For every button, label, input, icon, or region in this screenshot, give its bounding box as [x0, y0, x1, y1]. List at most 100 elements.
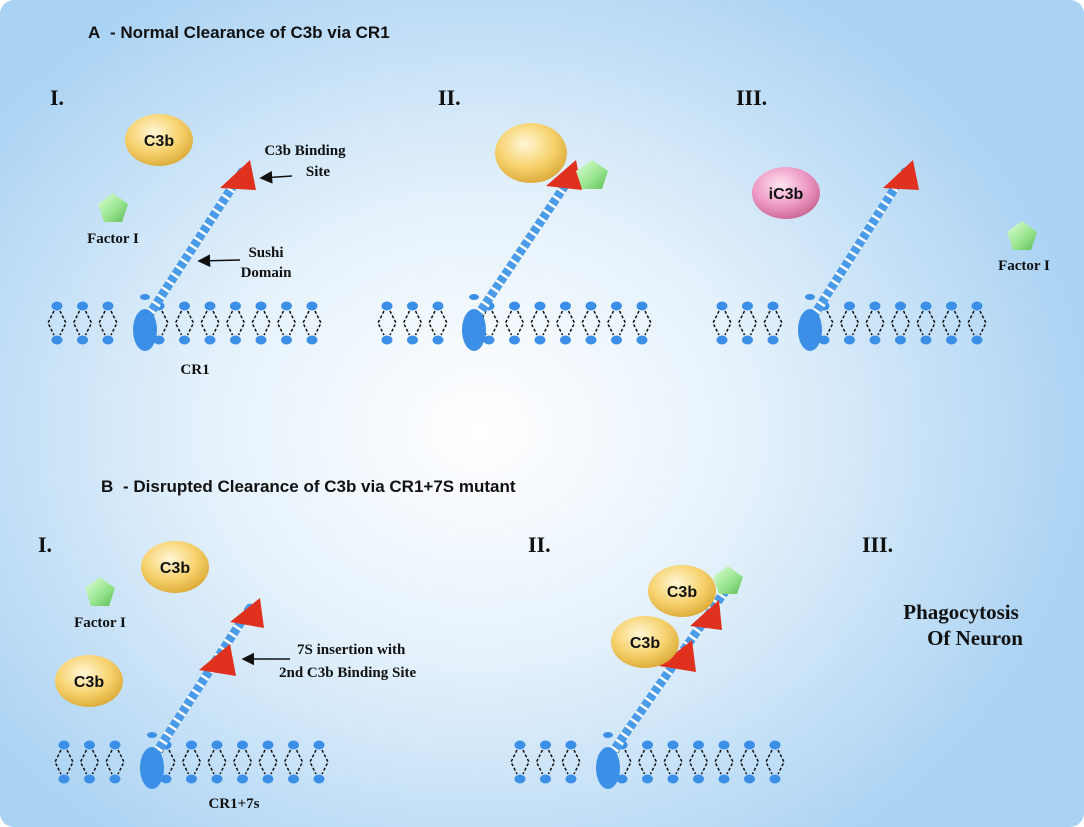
panel-b-step-2: II.: [528, 532, 551, 557]
lipid-molecule: [967, 301, 987, 345]
lipid-molecule: [606, 301, 627, 345]
panel-a-title: - Normal Clearance of C3b via CR1: [110, 23, 390, 42]
lipid-molecule: [510, 740, 530, 784]
lipid-molecule: [890, 301, 911, 345]
transmembrane-anchor: [596, 747, 620, 789]
sushi-domain-arrow: [197, 254, 241, 268]
lipid-molecule: [504, 301, 525, 345]
lipid-molecule: [232, 740, 253, 784]
lipid-molecule: [174, 301, 195, 345]
c3b-binding-site-b1-upper: [230, 598, 264, 628]
lipid-molecule: [181, 740, 202, 784]
lipid-molecule: [739, 740, 760, 784]
lipid-molecule: [535, 740, 556, 784]
c3b-binding-site-a1: [220, 160, 256, 190]
lipid-molecule: [276, 301, 297, 345]
membrane-a2: [377, 301, 652, 345]
lipid-molecule: [865, 301, 885, 345]
c3b-molecule-b2-top: C3b: [648, 565, 716, 617]
c3b-binding-site-b2-lower: [659, 640, 696, 672]
lipid-molecule: [225, 301, 246, 345]
transmembrane-anchor: [140, 747, 164, 789]
c3b-label-a1: C3b: [144, 133, 174, 150]
factor-i-label-a3: Factor I: [998, 258, 1050, 274]
c3b-molecule-b1-top: C3b: [141, 541, 209, 593]
lipid-molecule: [712, 301, 732, 345]
lipid-molecule: [402, 301, 423, 345]
c3b-label-b2-bottom: C3b: [630, 635, 660, 652]
anchor-cap: [603, 732, 613, 738]
lipid-molecule: [688, 740, 709, 784]
c3b-label-b1-top: C3b: [160, 560, 190, 577]
c3b-label-b2-top: C3b: [667, 584, 697, 601]
panel-b-title: - Disrupted Clearance of C3b via CR1+7S …: [123, 477, 516, 496]
lipid-molecule: [632, 301, 652, 345]
c3b-molecule-b1-bottom: C3b: [55, 655, 123, 707]
lipid-molecule: [258, 740, 278, 784]
lipid-molecule: [765, 740, 785, 784]
factor-i-label-a1: Factor I: [87, 231, 139, 247]
panel-b-step-3: III.: [862, 532, 893, 557]
ic3b-molecule: iC3b: [752, 167, 820, 219]
lipid-molecule: [105, 740, 125, 784]
ic3b-label: iC3b: [769, 186, 804, 203]
sushi-stalk: [153, 603, 255, 755]
lipid-molecule: [79, 740, 100, 784]
lipid-molecule: [72, 301, 93, 345]
c3b-binding-site-a2: [546, 160, 582, 190]
lipid-molecule: [581, 301, 601, 345]
sushi-stripes: [147, 169, 246, 315]
panel-a-step-3: III.: [736, 85, 767, 110]
anchor-cap: [140, 294, 150, 300]
c3b-molecule-a2: [495, 123, 567, 183]
sushi-label-line1: Sushi: [248, 245, 283, 261]
c3b-binding-site-b1-lower: [199, 644, 236, 676]
lipid-molecule: [309, 740, 329, 784]
lipid-molecule: [941, 301, 962, 345]
lipid-molecule: [251, 301, 271, 345]
factor-i-label-b1: Factor I: [74, 615, 126, 631]
binding-site-label-line1: C3b Binding: [264, 143, 346, 159]
membrane-b2: [510, 740, 785, 784]
transmembrane-anchor: [462, 309, 486, 351]
panel-a-step-2: II.: [438, 85, 461, 110]
lipid-molecule: [637, 740, 658, 784]
lipid-molecule: [663, 740, 683, 784]
sushi-stripes: [812, 169, 909, 315]
membrane-a1: [47, 301, 322, 345]
lipid-molecule: [916, 301, 936, 345]
panel-b-letter: B: [101, 477, 113, 496]
sushi-stalk: [811, 167, 910, 317]
panel-a-step-1: I.: [50, 85, 64, 110]
lipid-molecule: [47, 301, 67, 345]
lipid-molecule: [714, 740, 734, 784]
cr1-receptor-a1: [133, 167, 247, 351]
lipid-molecule: [561, 740, 581, 784]
binding-site-arrow: [259, 170, 293, 184]
factor-i-pentagon-a3: [1007, 221, 1037, 250]
panel-b-step-1: I.: [38, 532, 52, 557]
factor-i-pentagon-b1: [85, 577, 115, 606]
transmembrane-anchor: [798, 309, 822, 351]
panel-a-letter: A: [88, 23, 100, 42]
lipid-molecule: [737, 301, 758, 345]
insertion-label-line1: 7S insertion with: [297, 642, 406, 658]
lipid-molecule: [377, 301, 397, 345]
c3b-label-b1-bottom: C3b: [74, 674, 104, 691]
cr1-label: CR1: [180, 362, 209, 378]
lipid-molecule: [98, 301, 118, 345]
sushi-label-line2: Domain: [241, 265, 292, 281]
lipid-molecule: [207, 740, 227, 784]
factor-i-pentagon-a2: [576, 160, 608, 189]
cr1-7s-label: CR1+7s: [208, 796, 259, 812]
membrane-a3: [712, 301, 987, 345]
anchor-cap: [147, 732, 157, 738]
lipid-molecule: [54, 740, 74, 784]
c3b-molecule-b2-bottom: C3b: [611, 616, 679, 668]
cr1-receptor-a3: [798, 167, 910, 351]
transmembrane-anchor: [133, 309, 157, 351]
lipid-molecule: [530, 301, 550, 345]
lipid-molecule: [763, 301, 783, 345]
phagocytosis-label-line2: Of Neuron: [927, 626, 1023, 650]
